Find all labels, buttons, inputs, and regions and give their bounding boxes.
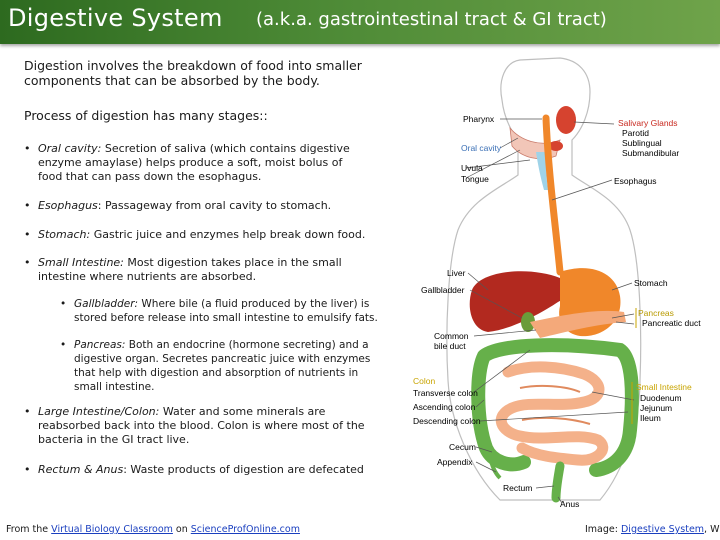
label-colon: Colon [413, 376, 435, 386]
stage-text: Both an endocrine (hormone secreting) an… [74, 339, 371, 393]
stage-text: Secretion of saliva (which contains dige… [38, 142, 350, 183]
label-submandibular: Submandibular [622, 148, 679, 158]
stage-esophagus: • Esophagus: Passageway from oral cavity… [24, 199, 378, 213]
label-ascending-colon: Ascending colon [413, 402, 476, 412]
stage-term: Esophagus [38, 199, 98, 212]
bullet-icon: • [60, 339, 67, 351]
intro-paragraph: Digestion involves the breakdown of food… [24, 58, 362, 88]
label-salivary-glands: Salivary Glands [618, 118, 678, 128]
image-credit-text: Image: [585, 524, 621, 535]
process-heading: Process of digestion has many stages:: [24, 108, 268, 123]
bullet-icon: • [24, 228, 31, 241]
label-pharynx: Pharynx [463, 114, 495, 124]
gallbladder-shape [521, 312, 535, 332]
stage-text: : Waste products of digestion are defeca… [123, 463, 364, 476]
trachea-shape [536, 152, 548, 190]
stage-term: Oral cavity: [38, 142, 102, 155]
digestive-system-wiki-link[interactable]: Digestive System [620, 524, 705, 535]
footer-credit: From the Virtual Biology Classroom on Sc… [6, 524, 300, 535]
label-gallbladder: Gallbladder [421, 285, 465, 295]
label-common-bile-duct-2: bile duct [434, 341, 466, 351]
image-credit-text: , Wiki [704, 524, 720, 535]
stage-large-intestine: • Large Intestine/Colon: Water and some … [24, 405, 378, 447]
label-transverse-colon: Transverse colon [413, 388, 478, 398]
colon-shape [471, 338, 639, 477]
label-ileum: Ileum [640, 413, 661, 423]
virtual-biology-classroom-link[interactable]: Virtual Biology Classroom [51, 524, 173, 535]
label-esophagus: Esophagus [614, 176, 657, 186]
label-small-intestine: Small Intestine [636, 382, 692, 392]
label-pancreatic-duct: Pancreatic duct [642, 318, 701, 328]
label-sublingual: Sublingual [622, 138, 662, 148]
footer-text: From the [6, 524, 52, 535]
bullet-icon: • [24, 142, 31, 155]
appendix-shape [488, 455, 502, 480]
stage-rectum-anus: • Rectum & Anus: Waste products of diges… [24, 463, 383, 477]
label-appendix: Appendix [437, 457, 473, 467]
leader-lines [465, 118, 635, 504]
liver-shape [469, 271, 569, 332]
bullet-icon: • [24, 405, 31, 418]
stage-stomach: • Stomach: Gastric juice and enzymes hel… [24, 228, 378, 242]
page-subtitle: (a.k.a. gastrointestinal tract & GI trac… [256, 9, 607, 30]
label-common-bile-duct: Common [434, 331, 469, 341]
stage-text: Water and some minerals are reabsorbed b… [38, 405, 365, 446]
stage-term: Rectum & Anus [38, 463, 124, 476]
label-anus: Anus [560, 499, 579, 509]
stage-term: Pancreas: [74, 339, 126, 351]
stage-gallbladder: • Gallbladder: Where bile (a fluid produ… [60, 297, 384, 325]
stage-text: : Passageway from oral cavity to stomach… [97, 199, 332, 212]
stage-text: Gastric juice and enzymes help break dow… [90, 228, 366, 241]
label-oral-cavity: Oral cavity [461, 143, 502, 153]
stage-pancreas: • Pancreas: Both an endocrine (hormone s… [60, 338, 374, 394]
label-duodenum: Duodenum [640, 393, 682, 403]
label-pancreas: Pancreas [638, 308, 674, 318]
stage-oral-cavity: • Oral cavity: Secretion of saliva (whic… [24, 142, 368, 184]
label-rectum: Rectum [503, 483, 532, 493]
label-tongue: Tongue [461, 174, 489, 184]
digestive-system-diagram: Pharynx Oral cavity Uvula Tongue Salivar… [413, 57, 701, 509]
parotid-gland [556, 106, 576, 134]
label-parotid: Parotid [622, 128, 649, 138]
page-title: Digestive System [8, 4, 223, 32]
image-credit: Image: Digestive System, Wiki [585, 524, 720, 535]
bullet-icon: • [24, 256, 31, 269]
bullet-icon: • [60, 298, 67, 310]
stage-term: Small Intestine: [38, 256, 124, 269]
stage-term: Stomach: [38, 228, 91, 241]
bracket-lines [631, 308, 637, 424]
rectum-shape [551, 461, 565, 503]
label-cecum: Cecum [449, 442, 476, 452]
body-outline [446, 57, 642, 501]
bullet-icon: • [24, 463, 31, 476]
label-jejunum: Jejunum [640, 403, 672, 413]
stage-text: Most digestion takes place in the small … [38, 256, 342, 283]
footer-text: on [172, 524, 191, 535]
esophagus-shape [542, 114, 564, 276]
submandibular-gland [549, 141, 563, 151]
scienceprofonline-link[interactable]: ScienceProfOnline.com [190, 524, 300, 535]
bullet-icon: • [24, 199, 31, 212]
stage-term: Large Intestine/Colon: [38, 405, 160, 418]
label-liver: Liver [447, 268, 466, 278]
stage-small-intestine: • Small Intestine: Most digestion takes … [24, 256, 368, 284]
pancreas-shape [530, 310, 626, 338]
stage-text: Where bile (a fluid produced by the live… [74, 298, 378, 324]
small-intestine-shape [495, 361, 609, 466]
label-stomach: Stomach [634, 278, 668, 288]
label-descending-colon: Descending colon [413, 416, 481, 426]
title-bar: Digestive System (a.k.a. gastrointestina… [0, 0, 720, 44]
label-uvula: Uvula [461, 163, 483, 173]
stage-term: Gallbladder: [74, 298, 139, 310]
